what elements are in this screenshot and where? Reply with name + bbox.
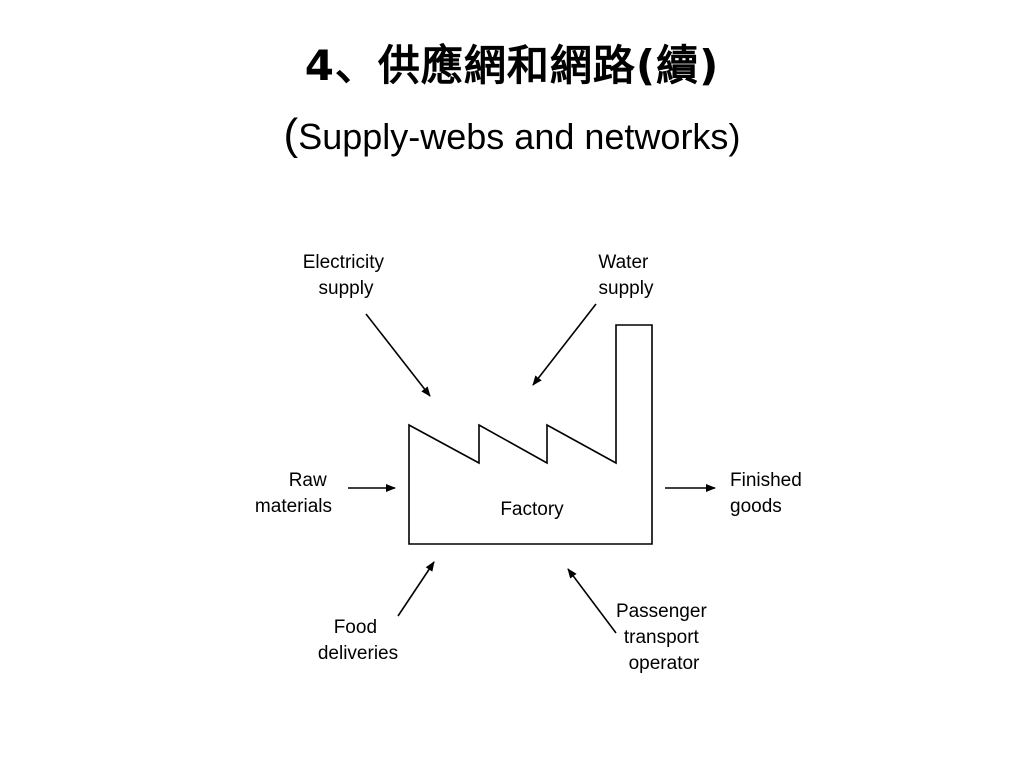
- factory-shape: [408, 324, 653, 545]
- electricity-label-line-2: supply: [319, 278, 374, 299]
- subtitle-close-paren: ): [728, 116, 741, 157]
- finished-goods-label: Finished goods: [730, 470, 807, 517]
- food-deliveries-label-line-2: deliveries: [318, 643, 398, 664]
- passenger-transport-label: Passenger transport operator: [616, 601, 712, 674]
- raw-materials-label-line-1: Raw: [289, 470, 327, 491]
- factory-label: Factory: [500, 499, 564, 520]
- electricity-label-line-1: Electricity: [303, 252, 385, 273]
- subtitle-open-paren: (: [283, 110, 299, 159]
- passenger-transport-label-line-2: transport: [624, 627, 700, 648]
- raw-materials-label-line-2: materials: [255, 496, 332, 517]
- finished-goods-label-line-2: goods: [730, 496, 782, 517]
- food-deliveries-label-line-1: Food: [334, 617, 377, 638]
- water-label-line-1: Water: [598, 252, 649, 273]
- slide-title: 4、供應網和網路(續): [304, 41, 720, 90]
- electricity-arrow: [365, 313, 431, 397]
- water-label-line-2: supply: [599, 278, 654, 299]
- slide-subtitle: (Supply-webs and networks): [0, 110, 1024, 160]
- passenger-transport-label-line-3: operator: [629, 653, 700, 674]
- electricity-label: Electricity supply: [303, 252, 390, 299]
- water-label: Water supply: [598, 252, 654, 299]
- water-arrow: [532, 303, 597, 386]
- passenger-transport-arrow: [567, 568, 617, 634]
- passenger-transport-label-line-1: Passenger: [616, 601, 708, 622]
- food-deliveries-label: Food deliveries: [318, 617, 398, 664]
- food-deliveries-arrow: [397, 561, 435, 617]
- raw-materials-label: Raw materials: [255, 470, 332, 517]
- finished-goods-label-line-1: Finished: [730, 470, 802, 491]
- subtitle-text: Supply-webs and networks: [298, 116, 729, 157]
